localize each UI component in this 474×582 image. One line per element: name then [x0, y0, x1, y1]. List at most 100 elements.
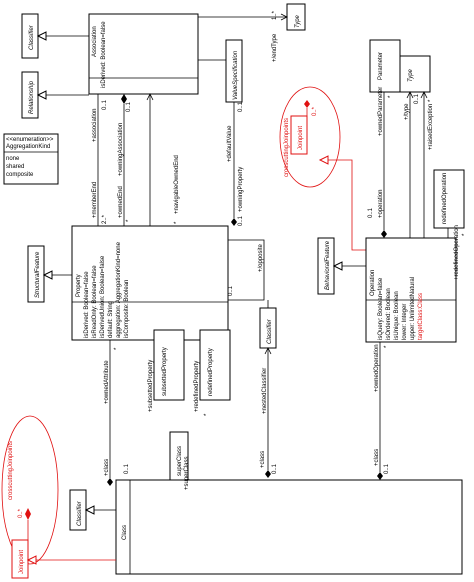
nested-classifier-association: +nestedClassifier	[262, 347, 272, 470]
type2-class[interactable]: Type	[399, 55, 431, 93]
redefined-operation-mult: *	[462, 233, 468, 236]
end-type-mult: 1..*	[272, 10, 278, 20]
operation-attr-1: isOrdered: Boolean	[386, 288, 392, 340]
operation-parameter-association: +ownedParameter * +operation 0..1	[368, 87, 394, 238]
owning-property-mult: 0..1	[238, 215, 244, 226]
redefined-operation-association: +redefinedOperation *	[447, 225, 468, 280]
super-class-role: +superClass	[184, 456, 190, 490]
relationship-name: Relationship	[29, 80, 35, 114]
operation-attr-2: isUnique: Boolean	[394, 291, 400, 340]
behavioral-feature-class[interactable]: BehavioralFeature	[317, 237, 335, 295]
class-right-role: +class	[374, 449, 380, 466]
member-end-association: +memberEnd 2..* +association 0..1	[92, 94, 108, 226]
association-generalizations	[36, 31, 89, 100]
parameter-name: Parameter	[378, 52, 384, 80]
owned-end-role: +ownedEnd	[118, 186, 124, 218]
aspect-bottom-mult: 0..*	[18, 508, 24, 518]
behavioral-feature-name: BehavioralFeature	[325, 240, 331, 290]
type-class[interactable]: Type	[286, 3, 306, 31]
owning-property-role: +owningProperty	[238, 167, 244, 212]
property-attr-2: isDerivedUnion: Boolean=false	[100, 255, 106, 338]
value-specification-class[interactable]: ValueSpecification	[225, 39, 243, 103]
navigable-owned-end-mult: *	[174, 221, 180, 224]
subsetted-property-role: +subsettedProperty	[148, 360, 154, 412]
class-class[interactable]: Class	[115, 479, 463, 575]
owned-attribute-mult: *	[114, 347, 120, 350]
type-role-mult: 0..1	[414, 93, 420, 104]
raised-exception-association: +raisedException *	[420, 91, 434, 238]
structural-feature-class[interactable]: StructuralFeature	[27, 245, 45, 303]
member-end-role: +memberEnd	[92, 182, 98, 218]
end-type-association: +/endType 1..*	[198, 10, 288, 62]
redefined-property-box[interactable]: redefinedProperty	[199, 329, 231, 401]
redefined-operation-role: +redefinedOperation	[454, 225, 460, 280]
opposite-association: +/opposite 0..1	[228, 239, 265, 301]
subsetted-property-box[interactable]: subsettedProperty	[153, 329, 185, 401]
classifier-bottom-class[interactable]: Classifier	[69, 489, 87, 531]
operation-role: +operation	[378, 189, 384, 218]
property-attr-0: isDerived: Boolean=false	[84, 271, 90, 338]
classifier-top-class[interactable]: Classifier	[21, 13, 39, 59]
owning-association-role: +owningAssociation	[118, 123, 124, 176]
redefined-property-role: +redefinedProperty	[194, 361, 200, 412]
relationship-class[interactable]: Relationship	[21, 71, 39, 119]
aspect-bottom-joinpoint: Joinpoint	[19, 550, 25, 574]
property-name: Property	[76, 274, 82, 297]
aspect-top-mult: 0..*	[312, 106, 318, 116]
property-attr-4: aggregation: AggregationKind=none	[116, 241, 122, 338]
operation-class[interactable]: Operation isQuery: Boolean=false isOrder…	[365, 237, 457, 343]
class-left-mult: 0..1	[124, 463, 130, 474]
class-mid-mult: 0..1	[272, 463, 278, 474]
property-generalization	[42, 270, 72, 280]
property-attr-5: isComposite: Boolean	[124, 280, 130, 338]
property-class[interactable]: Property isDerived: Boolean=false isRead…	[71, 225, 229, 341]
enum-literal-composite: composite	[6, 172, 34, 178]
redefined-property-mult: *	[204, 413, 210, 416]
property-attr-1: isReadOnly: Boolean=false	[92, 265, 98, 338]
aspect-top-label: crosscuttingJoinpoints	[284, 118, 290, 177]
class-name: Class	[122, 525, 128, 540]
association-mult: 0..1	[102, 99, 108, 110]
navigable-owned-end-association: +navigableOwnedEnd *	[146, 93, 180, 226]
redefined-operation-name: redefinedOperation	[442, 173, 448, 224]
super-class-name: superClass	[177, 446, 183, 476]
owned-parameter-mult: *	[388, 95, 394, 98]
operation-aspect-attr: targetClass:Class	[418, 293, 424, 340]
operation-generalization	[332, 261, 366, 271]
class-right-association: +ownedOperation * +class 0..1	[374, 342, 390, 480]
association-class-name: Association	[92, 26, 98, 57]
class-generalization	[84, 505, 116, 515]
aspect-top-region: Joinpoint crosscuttingJoinpoints 0..*	[279, 86, 366, 251]
owned-attribute-association: +ownedAttribute *	[104, 340, 120, 478]
raised-exception-mult: *	[428, 99, 434, 102]
class-mid-role: +class	[260, 451, 266, 468]
enum-stereotype: <<enumeration>>	[6, 137, 54, 143]
redefined-operation-box[interactable]: redefinedOperation	[433, 169, 465, 229]
operation-name: Operation	[370, 270, 376, 296]
operation-attr-4: upper: UnlimitedNatural	[410, 277, 416, 340]
association-role: +association	[92, 108, 98, 142]
member-end-mult: 2..*	[102, 214, 108, 224]
parameter-class[interactable]: Parameter	[369, 39, 401, 93]
default-value-role: +defaultValue	[227, 125, 233, 162]
type2-name: Type	[408, 68, 414, 82]
class-mid-association: +class 0..1	[260, 451, 278, 478]
type-name: Type	[295, 14, 301, 28]
redefined-property-name: redefinedProperty	[208, 348, 214, 396]
enum-literal-none: none	[6, 156, 20, 162]
aspect-top-joinpoint: Joinpoint	[298, 126, 304, 150]
aggregation-kind-enum[interactable]: <<enumeration>> AggregationKind none sha…	[3, 133, 59, 185]
classifier-bottom-name: Classifier	[77, 500, 83, 526]
class-right-mult: 0..1	[384, 463, 390, 474]
operation-attr-0: isQuery: Boolean=false	[378, 277, 384, 340]
owned-end-association: +owningAssociation 0..1 +ownedEnd *	[118, 94, 132, 226]
navigable-owned-end-role: +navigableOwnedEnd	[174, 155, 180, 214]
classifier-mid-class[interactable]: Classifier	[259, 307, 277, 349]
association-class[interactable]: Association isDerived: Boolean=false	[88, 13, 199, 95]
operation-attr-3: lower: Integer	[402, 304, 408, 340]
class-left-association: +class 0..1	[104, 459, 130, 486]
type-role: +/type	[404, 103, 410, 120]
class-left-role: +class	[104, 459, 110, 476]
super-class-box[interactable]: superClass	[169, 431, 189, 481]
default-value-mult: 0..1	[238, 101, 244, 112]
